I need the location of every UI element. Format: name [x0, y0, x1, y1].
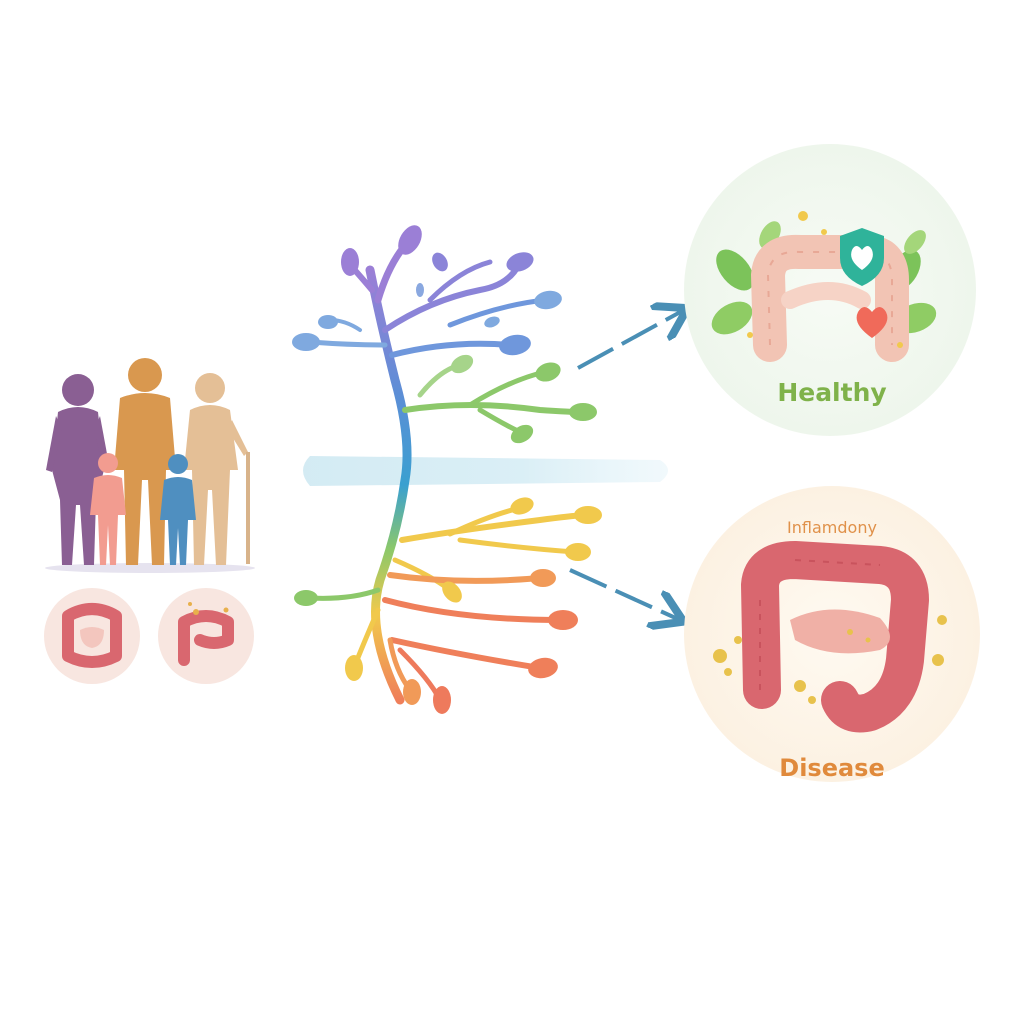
colon-icon [158, 588, 254, 684]
healthy-colon-icon [684, 144, 976, 436]
barrier-band [303, 456, 668, 486]
inflamed-colon-icon [684, 486, 980, 782]
colon-icon [44, 588, 140, 684]
shield-heart-icon [840, 228, 884, 286]
arrow-to-healthy [577, 310, 684, 370]
heart-icon [856, 307, 888, 338]
tree-leaf-tips [292, 225, 602, 714]
healthy-label: Healthy [777, 378, 887, 407]
family-silhouettes-icon [45, 358, 255, 573]
inflammatory-label: Inflamdony [787, 518, 877, 537]
arrow-to-disease [569, 568, 680, 620]
disease-label: Disease [779, 754, 885, 782]
